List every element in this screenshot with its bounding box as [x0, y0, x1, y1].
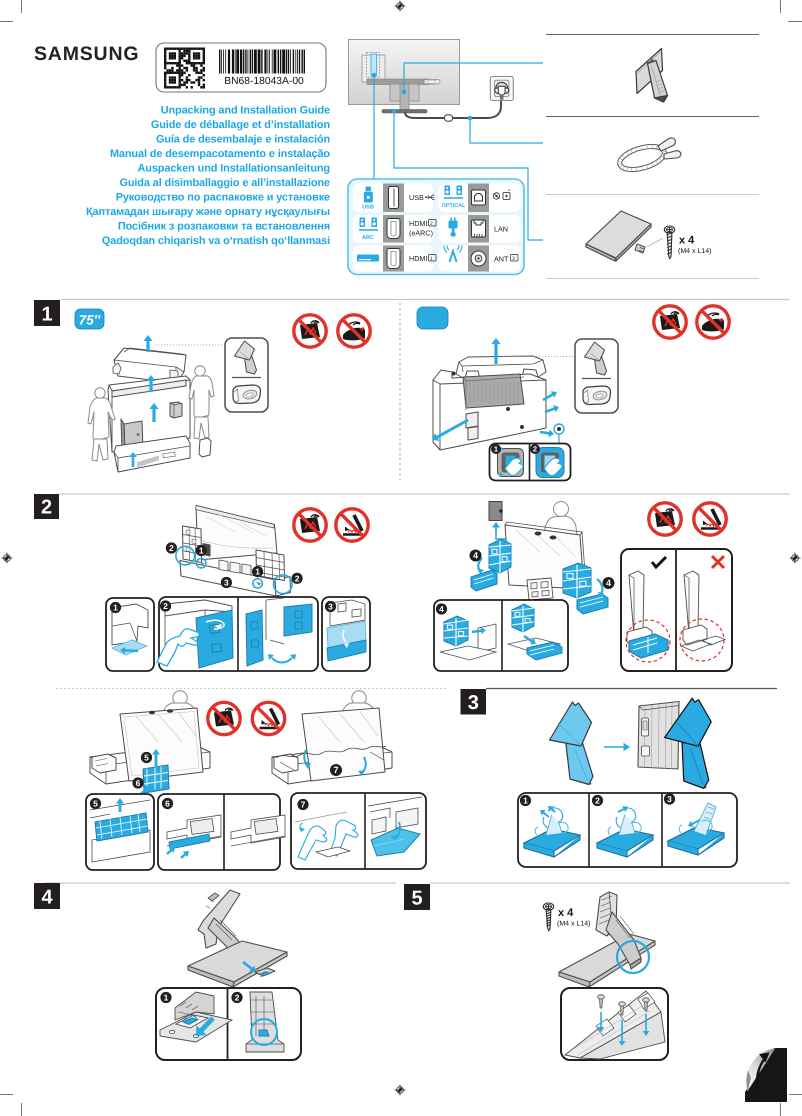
svg-text:5: 5	[93, 799, 98, 809]
svg-text:1: 1	[164, 993, 169, 1003]
svg-text:2: 2	[430, 221, 433, 227]
svg-text:3: 3	[224, 578, 229, 588]
svg-text:7: 7	[333, 765, 338, 775]
svg-text:4: 4	[439, 604, 444, 614]
svg-text:HDMI: HDMI	[409, 254, 427, 263]
svg-text:1: 1	[113, 603, 118, 613]
svg-text:75″: 75″	[79, 313, 101, 328]
svg-text:(M4 x L14): (M4 x L14)	[557, 920, 590, 928]
svg-text:(M4 x L14): (M4 x L14)	[678, 247, 711, 255]
svg-text:Auspacken und Installationsanl: Auspacken und Installationsanleitung	[138, 163, 330, 175]
svg-text:1: 1	[523, 796, 528, 806]
svg-text:Қаптамадан шығару және орнату: Қаптамадан шығару және орнату нұсқаулығы	[86, 206, 330, 218]
svg-text:5: 5	[411, 887, 422, 909]
svg-text:ARC: ARC	[362, 235, 374, 241]
svg-text:BN68-18043A-00: BN68-18043A-00	[224, 76, 304, 87]
svg-text:Guida al disimballaggio e all’: Guida al disimballaggio e all’installazi…	[119, 177, 330, 189]
svg-text:1: 1	[255, 567, 260, 577]
svg-text:2: 2	[163, 601, 168, 611]
svg-text:6: 6	[165, 799, 170, 809]
svg-text:LAN: LAN	[494, 225, 508, 234]
svg-text:Посібник з розпаковки та встан: Посібник з розпаковки та встановлення	[118, 221, 330, 233]
svg-text:Guide de déballage et d’instal: Guide de déballage et d’installation	[151, 119, 330, 131]
svg-text:2: 2	[533, 445, 537, 454]
svg-text:1: 1	[41, 303, 52, 325]
svg-text:Unpacking and Installation Gui: Unpacking and Installation Guide	[161, 105, 330, 117]
svg-text:Guía de desembalaje e instalac: Guía de desembalaje e instalación	[156, 134, 330, 146]
svg-text:Manual de desempacotamento e i: Manual de desempacotamento e instalação	[110, 148, 330, 160]
svg-text:2: 2	[41, 497, 52, 519]
svg-text:2: 2	[169, 543, 174, 553]
svg-text:ANT: ANT	[494, 255, 509, 264]
svg-text:4: 4	[41, 886, 53, 908]
svg-text:1: 1	[430, 256, 433, 262]
svg-text:1: 1	[199, 546, 204, 556]
svg-text:USB: USB	[362, 205, 374, 211]
svg-text:Руководство по распаковке и ус: Руководство по распаковке и установке	[116, 192, 330, 204]
svg-text:HDMI: HDMI	[409, 219, 427, 228]
svg-text:SAMSUNG: SAMSUNG	[34, 43, 139, 65]
svg-text:2: 2	[595, 796, 600, 806]
svg-text:7: 7	[301, 800, 306, 810]
svg-text:6: 6	[136, 778, 141, 788]
svg-text:3: 3	[667, 794, 672, 804]
svg-text:1: 1	[494, 445, 498, 454]
svg-text:2: 2	[235, 993, 240, 1003]
svg-text:3: 3	[328, 602, 333, 612]
svg-text:3: 3	[468, 692, 479, 714]
svg-text:x 4: x 4	[679, 235, 695, 247]
svg-text:4: 4	[606, 578, 611, 588]
svg-text:x 4: x 4	[558, 907, 574, 919]
svg-text:OPTICAL: OPTICAL	[442, 203, 466, 209]
svg-text:(eARC): (eARC)	[409, 229, 433, 238]
svg-text:5: 5	[144, 753, 149, 763]
svg-text:Qadoqdan chiqarish va o‘rnatis: Qadoqdan chiqarish va o‘rnatish qo‘llanm…	[102, 235, 330, 247]
svg-text:3: 3	[512, 256, 515, 262]
svg-text:USB: USB	[409, 193, 424, 202]
svg-text:4: 4	[473, 551, 478, 561]
svg-text:2: 2	[295, 573, 300, 583]
